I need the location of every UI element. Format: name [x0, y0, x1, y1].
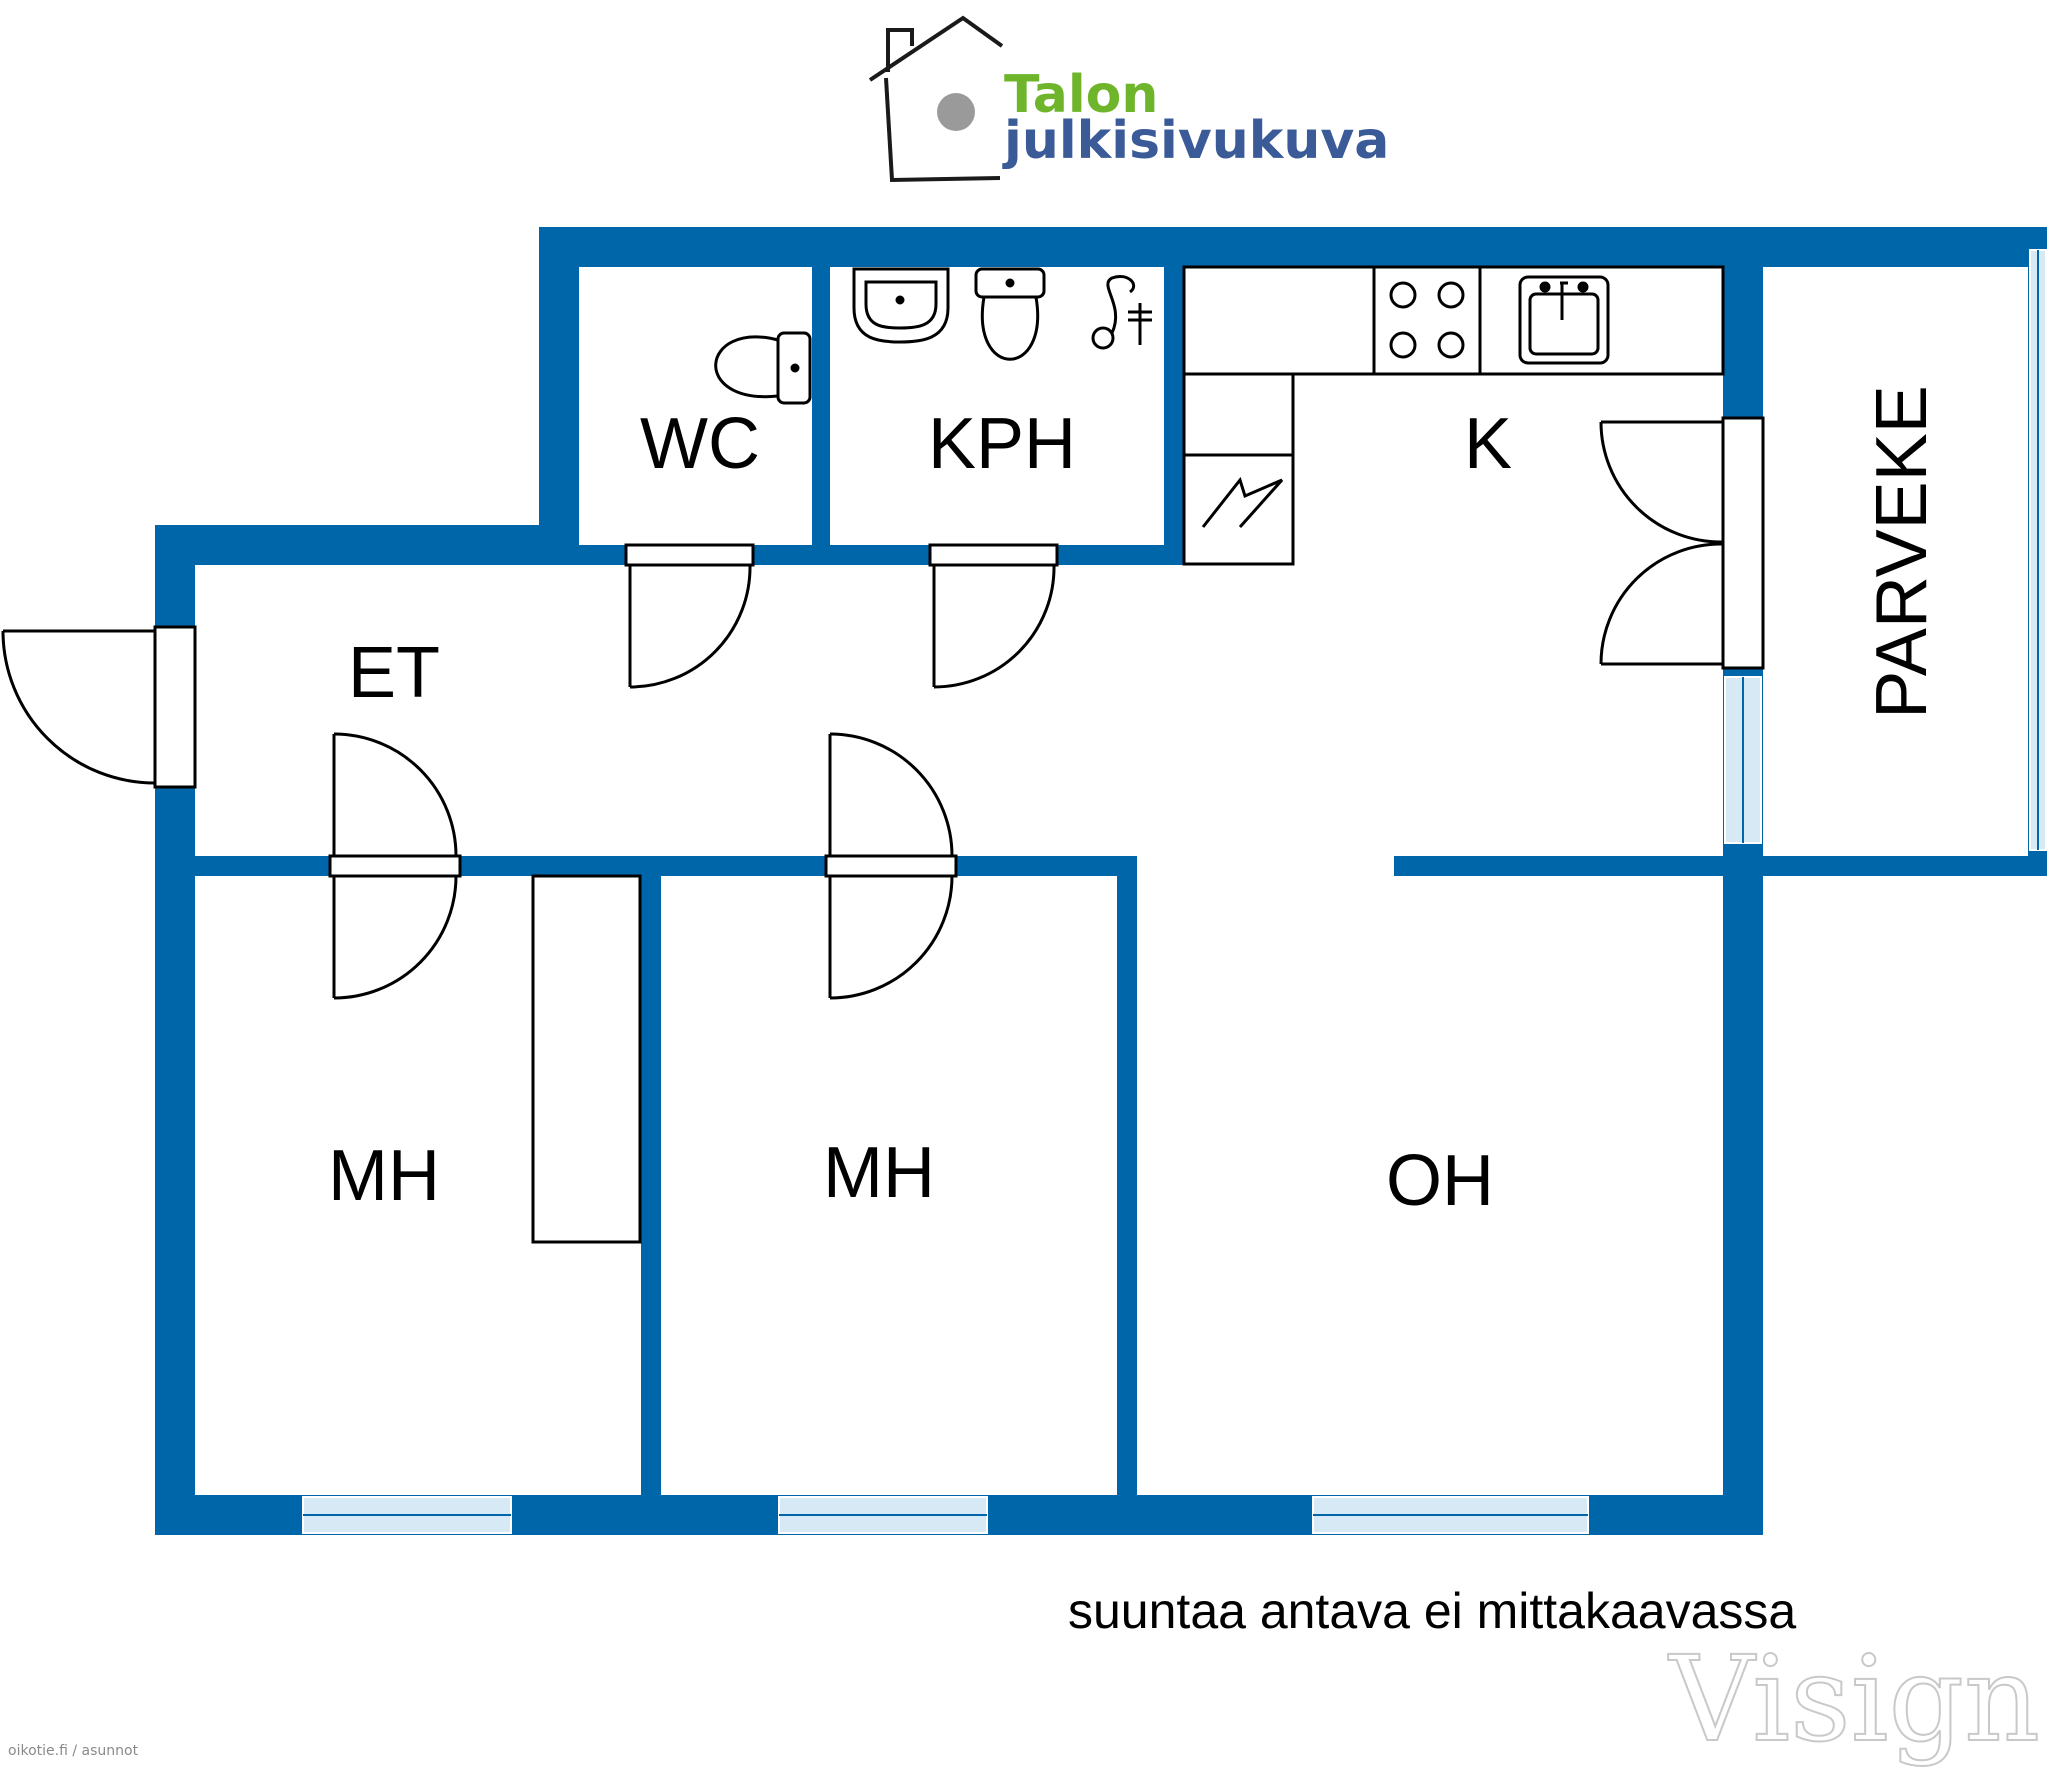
- balcony-bottom: [1763, 856, 2047, 876]
- source-credit: oikotie.fi / asunnot: [8, 1743, 139, 1759]
- windows: [302, 249, 2047, 1534]
- wall-mh-oh: [1117, 856, 1137, 1495]
- window-mh1: [302, 1496, 512, 1534]
- electrical-panel-icon: [1201, 476, 1284, 528]
- room-label-parveke: PARVEKE: [1862, 385, 1942, 719]
- window-mh2: [778, 1496, 988, 1534]
- toilet-icon: [714, 331, 812, 405]
- scale-note: suuntaa antava ei mittakaavassa: [1068, 1583, 1796, 1639]
- room-label-kph: KPH: [928, 404, 1076, 484]
- room-label-mh2: MH: [823, 1133, 935, 1213]
- wall-kph-k: [1164, 267, 1184, 565]
- room-label-oh: OH: [1386, 1141, 1494, 1221]
- window-balcony: [2029, 249, 2047, 851]
- house-outline-icon: [868, 15, 1004, 183]
- wall-hall-top: [155, 525, 579, 565]
- wc-door: [624, 543, 755, 689]
- wardrobe: [531, 874, 642, 1244]
- fixtures: [531, 265, 1725, 1244]
- room-label-et: ET: [348, 633, 440, 713]
- entrance-door: [1, 625, 197, 789]
- kitchen-sink-icon: [1518, 275, 1610, 365]
- balcony-door: [1599, 416, 1765, 670]
- stove-icon: [1372, 265, 1482, 376]
- room-label-mh1: MH: [328, 1136, 440, 1216]
- watermark: Visign: [1667, 1630, 2040, 1767]
- logo-dot: [937, 93, 975, 131]
- shower-icon: [1091, 275, 1152, 350]
- room-label-wc: WC: [640, 404, 760, 484]
- logo-line1: Talon: [1004, 65, 1158, 125]
- room-labels: WC KPH K ET MH MH OH PARVEKE: [328, 385, 1942, 1221]
- logo-line2: julkisivukuva: [1002, 111, 1389, 171]
- wall-mh-mh: [641, 876, 661, 1495]
- toilet-icon: [974, 267, 1046, 361]
- kph-door: [928, 543, 1059, 689]
- logo: Talon julkisivukuva: [868, 15, 1389, 183]
- window-kitchen: [1724, 676, 1762, 844]
- room-label-k: K: [1464, 404, 1512, 484]
- wall-oh-stub: [1394, 856, 1763, 876]
- sink-icon: [852, 267, 950, 344]
- balcony-top: [1763, 227, 2047, 247]
- window-oh: [1312, 1496, 1589, 1534]
- mh2-door: [824, 732, 958, 1000]
- wall-wc-kph: [812, 267, 830, 565]
- mh1-door: [328, 732, 462, 1000]
- wall-bath-left: [539, 227, 579, 565]
- doors: [1, 416, 1765, 1000]
